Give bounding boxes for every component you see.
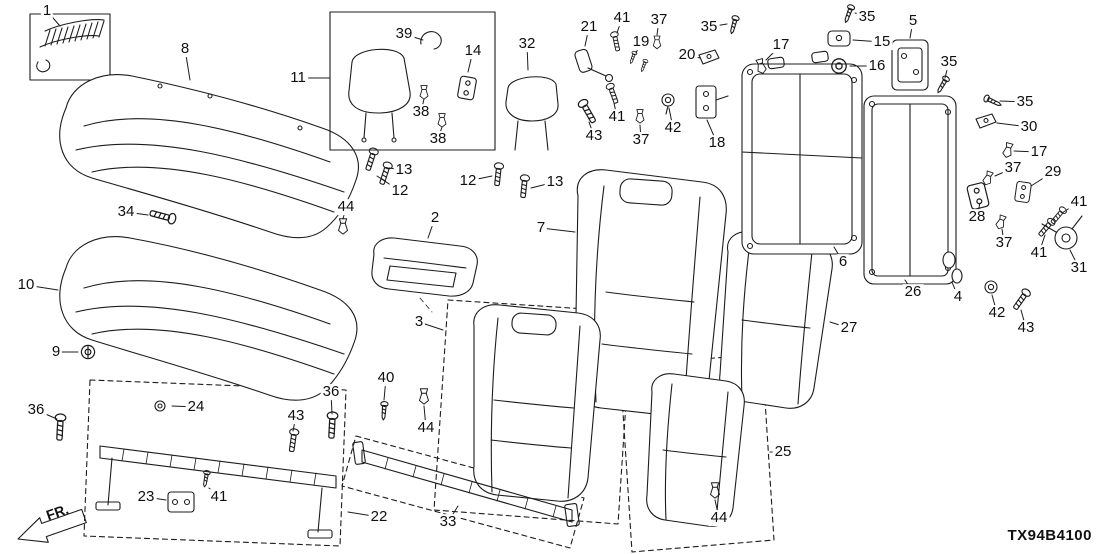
- part-label-13: 13: [544, 173, 566, 191]
- seat-back-center: [473, 304, 601, 502]
- part-label-38: 38: [427, 130, 449, 148]
- armrest-tray: [371, 237, 478, 313]
- part-label-37: 37: [648, 11, 670, 29]
- seat-frame-right: [863, 95, 957, 285]
- part-label-38: 38: [410, 103, 432, 121]
- rail-assembly: [95, 445, 337, 539]
- spring-wire-box: [29, 13, 111, 81]
- lower-rail: [352, 441, 580, 528]
- headrest-center: [505, 76, 559, 151]
- part-label-12: 12: [389, 182, 411, 200]
- part-label-22: 22: [368, 508, 390, 526]
- part-label-1: 1: [40, 2, 54, 20]
- seat-cushion-top: [59, 74, 359, 239]
- recliner-hardware: [942, 93, 1083, 312]
- part-label-17: 17: [770, 36, 792, 54]
- part-label-4: 4: [951, 288, 965, 306]
- belt-hardware: [574, 14, 768, 126]
- diagram-code: TX94B4100: [1007, 527, 1092, 544]
- part-label-20: 20: [676, 46, 698, 64]
- seat-back-right: [719, 231, 833, 409]
- part-label-35: 35: [856, 8, 878, 26]
- headrest-box: [329, 11, 496, 151]
- part-label-6: 6: [836, 253, 850, 271]
- part-label-40: 40: [375, 369, 397, 387]
- bracket-5: [891, 39, 929, 91]
- part-label-36: 36: [320, 383, 342, 401]
- part-label-43: 43: [285, 407, 307, 425]
- part-label-5: 5: [906, 12, 920, 30]
- part-label-9: 9: [49, 343, 63, 361]
- fr-direction-arrow: [17, 508, 87, 543]
- part-label-37: 37: [630, 131, 652, 149]
- part-label-26: 26: [902, 283, 924, 301]
- part-label-8: 8: [178, 40, 192, 58]
- part-label-27: 27: [838, 319, 860, 337]
- part-label-10: 10: [15, 276, 37, 294]
- part-label-41: 41: [208, 488, 230, 506]
- part-label-44: 44: [708, 509, 730, 527]
- part-label-30: 30: [1018, 118, 1040, 136]
- part-label-23: 23: [135, 488, 157, 506]
- part-label-35: 35: [1014, 93, 1036, 111]
- seat-frame-left: [741, 50, 863, 255]
- part-label-12: 12: [457, 172, 479, 190]
- part-label-37: 37: [1002, 159, 1024, 177]
- part-label-19: 19: [630, 33, 652, 51]
- part-label-41: 41: [1028, 244, 1050, 262]
- part-label-37: 37: [993, 234, 1015, 252]
- cushion-hardware: [53, 207, 720, 499]
- part-label-41: 41: [611, 9, 633, 27]
- part-label-2: 2: [428, 209, 442, 227]
- part-label-11: 11: [288, 69, 308, 87]
- part-label-41: 41: [1068, 193, 1090, 211]
- part-label-15: 15: [871, 33, 893, 51]
- part-label-16: 16: [866, 57, 888, 75]
- part-label-35: 35: [938, 53, 960, 71]
- frame-hardware-top: [827, 3, 951, 96]
- part-label-25: 25: [772, 443, 794, 461]
- part-label-42: 42: [986, 304, 1008, 322]
- headrest-guides: [362, 146, 531, 199]
- seat-back-small: [646, 373, 745, 527]
- part-label-31: 31: [1068, 259, 1090, 277]
- part-label-33: 33: [437, 513, 459, 531]
- part-label-17: 17: [1028, 143, 1050, 161]
- part-label-41: 41: [606, 108, 628, 126]
- part-label-35: 35: [698, 18, 720, 36]
- part-label-34: 34: [115, 203, 137, 221]
- part-label-42: 42: [662, 119, 684, 137]
- part-label-39: 39: [393, 25, 415, 43]
- part-label-32: 32: [516, 35, 538, 53]
- part-label-7: 7: [534, 219, 548, 237]
- part-label-36: 36: [25, 401, 47, 419]
- part-label-24: 24: [185, 398, 207, 416]
- part-label-13: 13: [393, 161, 415, 179]
- part-label-3: 3: [412, 313, 426, 331]
- part-label-43: 43: [583, 127, 605, 145]
- seat-cushion-bottom: [59, 236, 358, 401]
- part-label-44: 44: [415, 419, 437, 437]
- part-label-21: 21: [578, 18, 600, 36]
- part-label-14: 14: [462, 42, 484, 60]
- part-label-28: 28: [966, 208, 988, 226]
- part-label-29: 29: [1042, 163, 1064, 181]
- part-label-44: 44: [335, 198, 357, 216]
- part-label-43: 43: [1015, 319, 1037, 337]
- part-label-18: 18: [706, 134, 728, 152]
